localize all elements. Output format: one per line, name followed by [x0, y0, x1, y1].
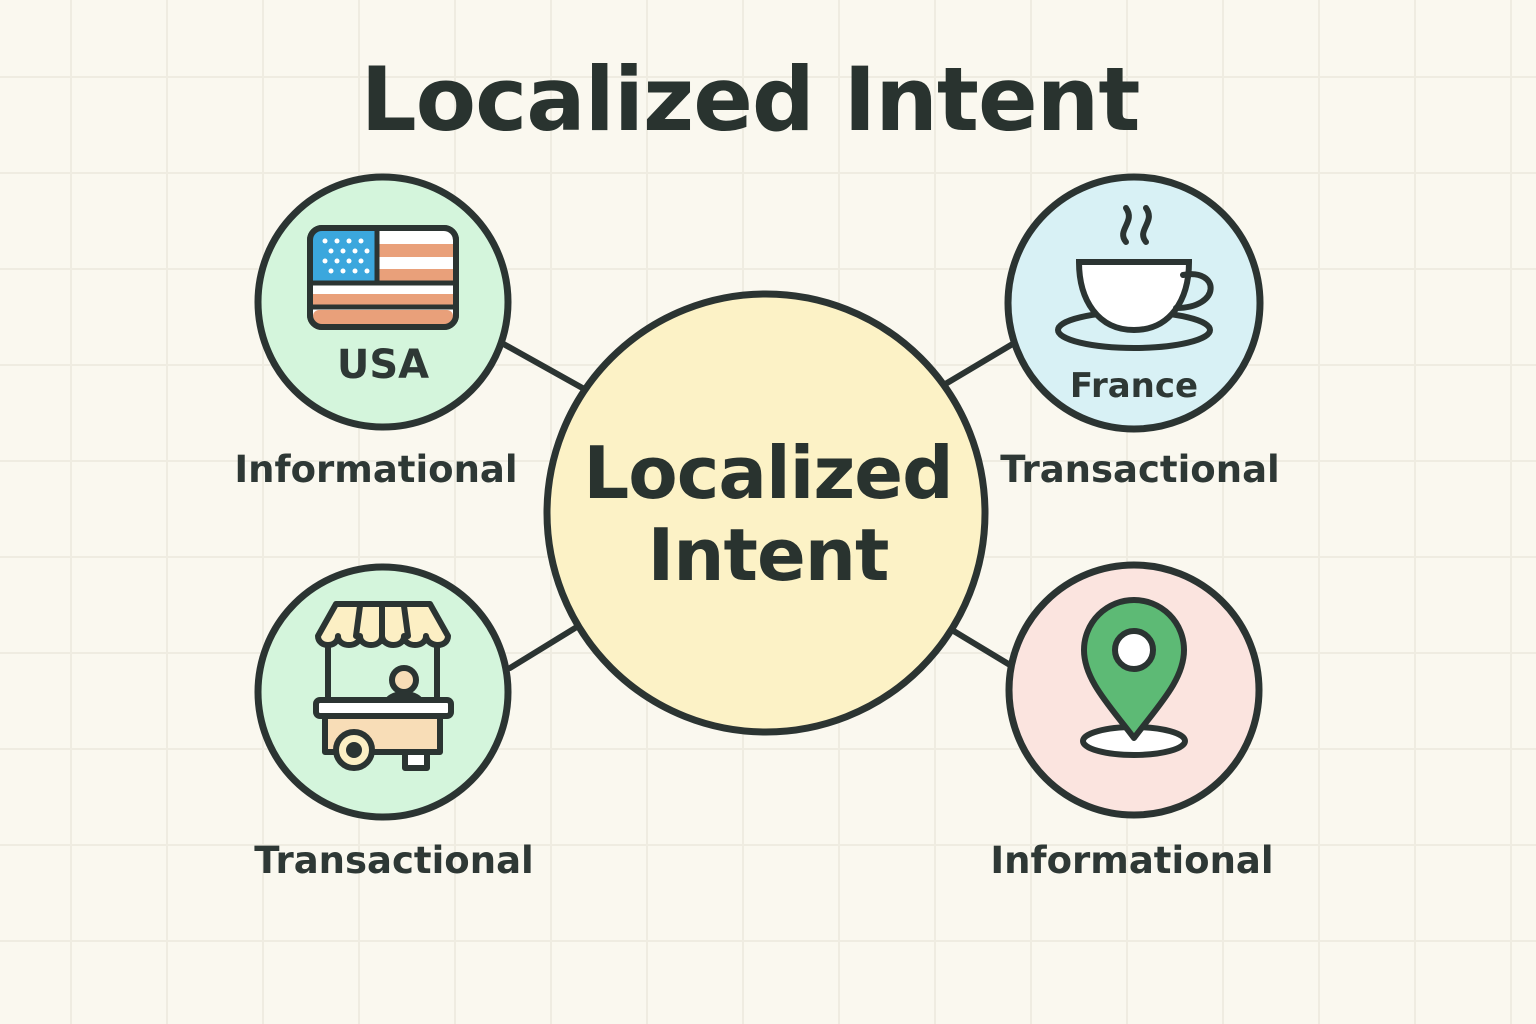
connector-lines: [497, 339, 1019, 671]
node-location-caption: Informational: [990, 839, 1274, 882]
connector-france: [939, 339, 1019, 389]
diagram-title: Localized Intent: [360, 48, 1141, 151]
node-france: [1004, 173, 1264, 433]
node-usa-badge: USA: [336, 342, 430, 388]
food-cart-icon: [313, 601, 454, 771]
node-food-cart: [254, 563, 512, 821]
node-usa-caption: Informational: [234, 448, 518, 491]
node-france-caption: Transactional: [1000, 448, 1280, 491]
center-label-line1: Localized: [583, 431, 953, 515]
center-label-line2: Intent: [647, 513, 890, 597]
center-node: [543, 290, 989, 736]
connector-food-cart: [507, 622, 583, 671]
us-flag-icon: [307, 225, 459, 330]
node-location: [1005, 561, 1263, 819]
connector-location: [949, 627, 1013, 668]
center-node-label: Localized Intent: [548, 432, 988, 596]
node-food-cart-caption: Transactional: [254, 839, 534, 882]
node-france-badge: France: [1069, 366, 1199, 406]
map-pin-icon: [1080, 597, 1188, 758]
node-usa: [254, 173, 512, 431]
coffee-cup-icon: [1055, 205, 1214, 351]
connector-usa: [497, 339, 589, 393]
